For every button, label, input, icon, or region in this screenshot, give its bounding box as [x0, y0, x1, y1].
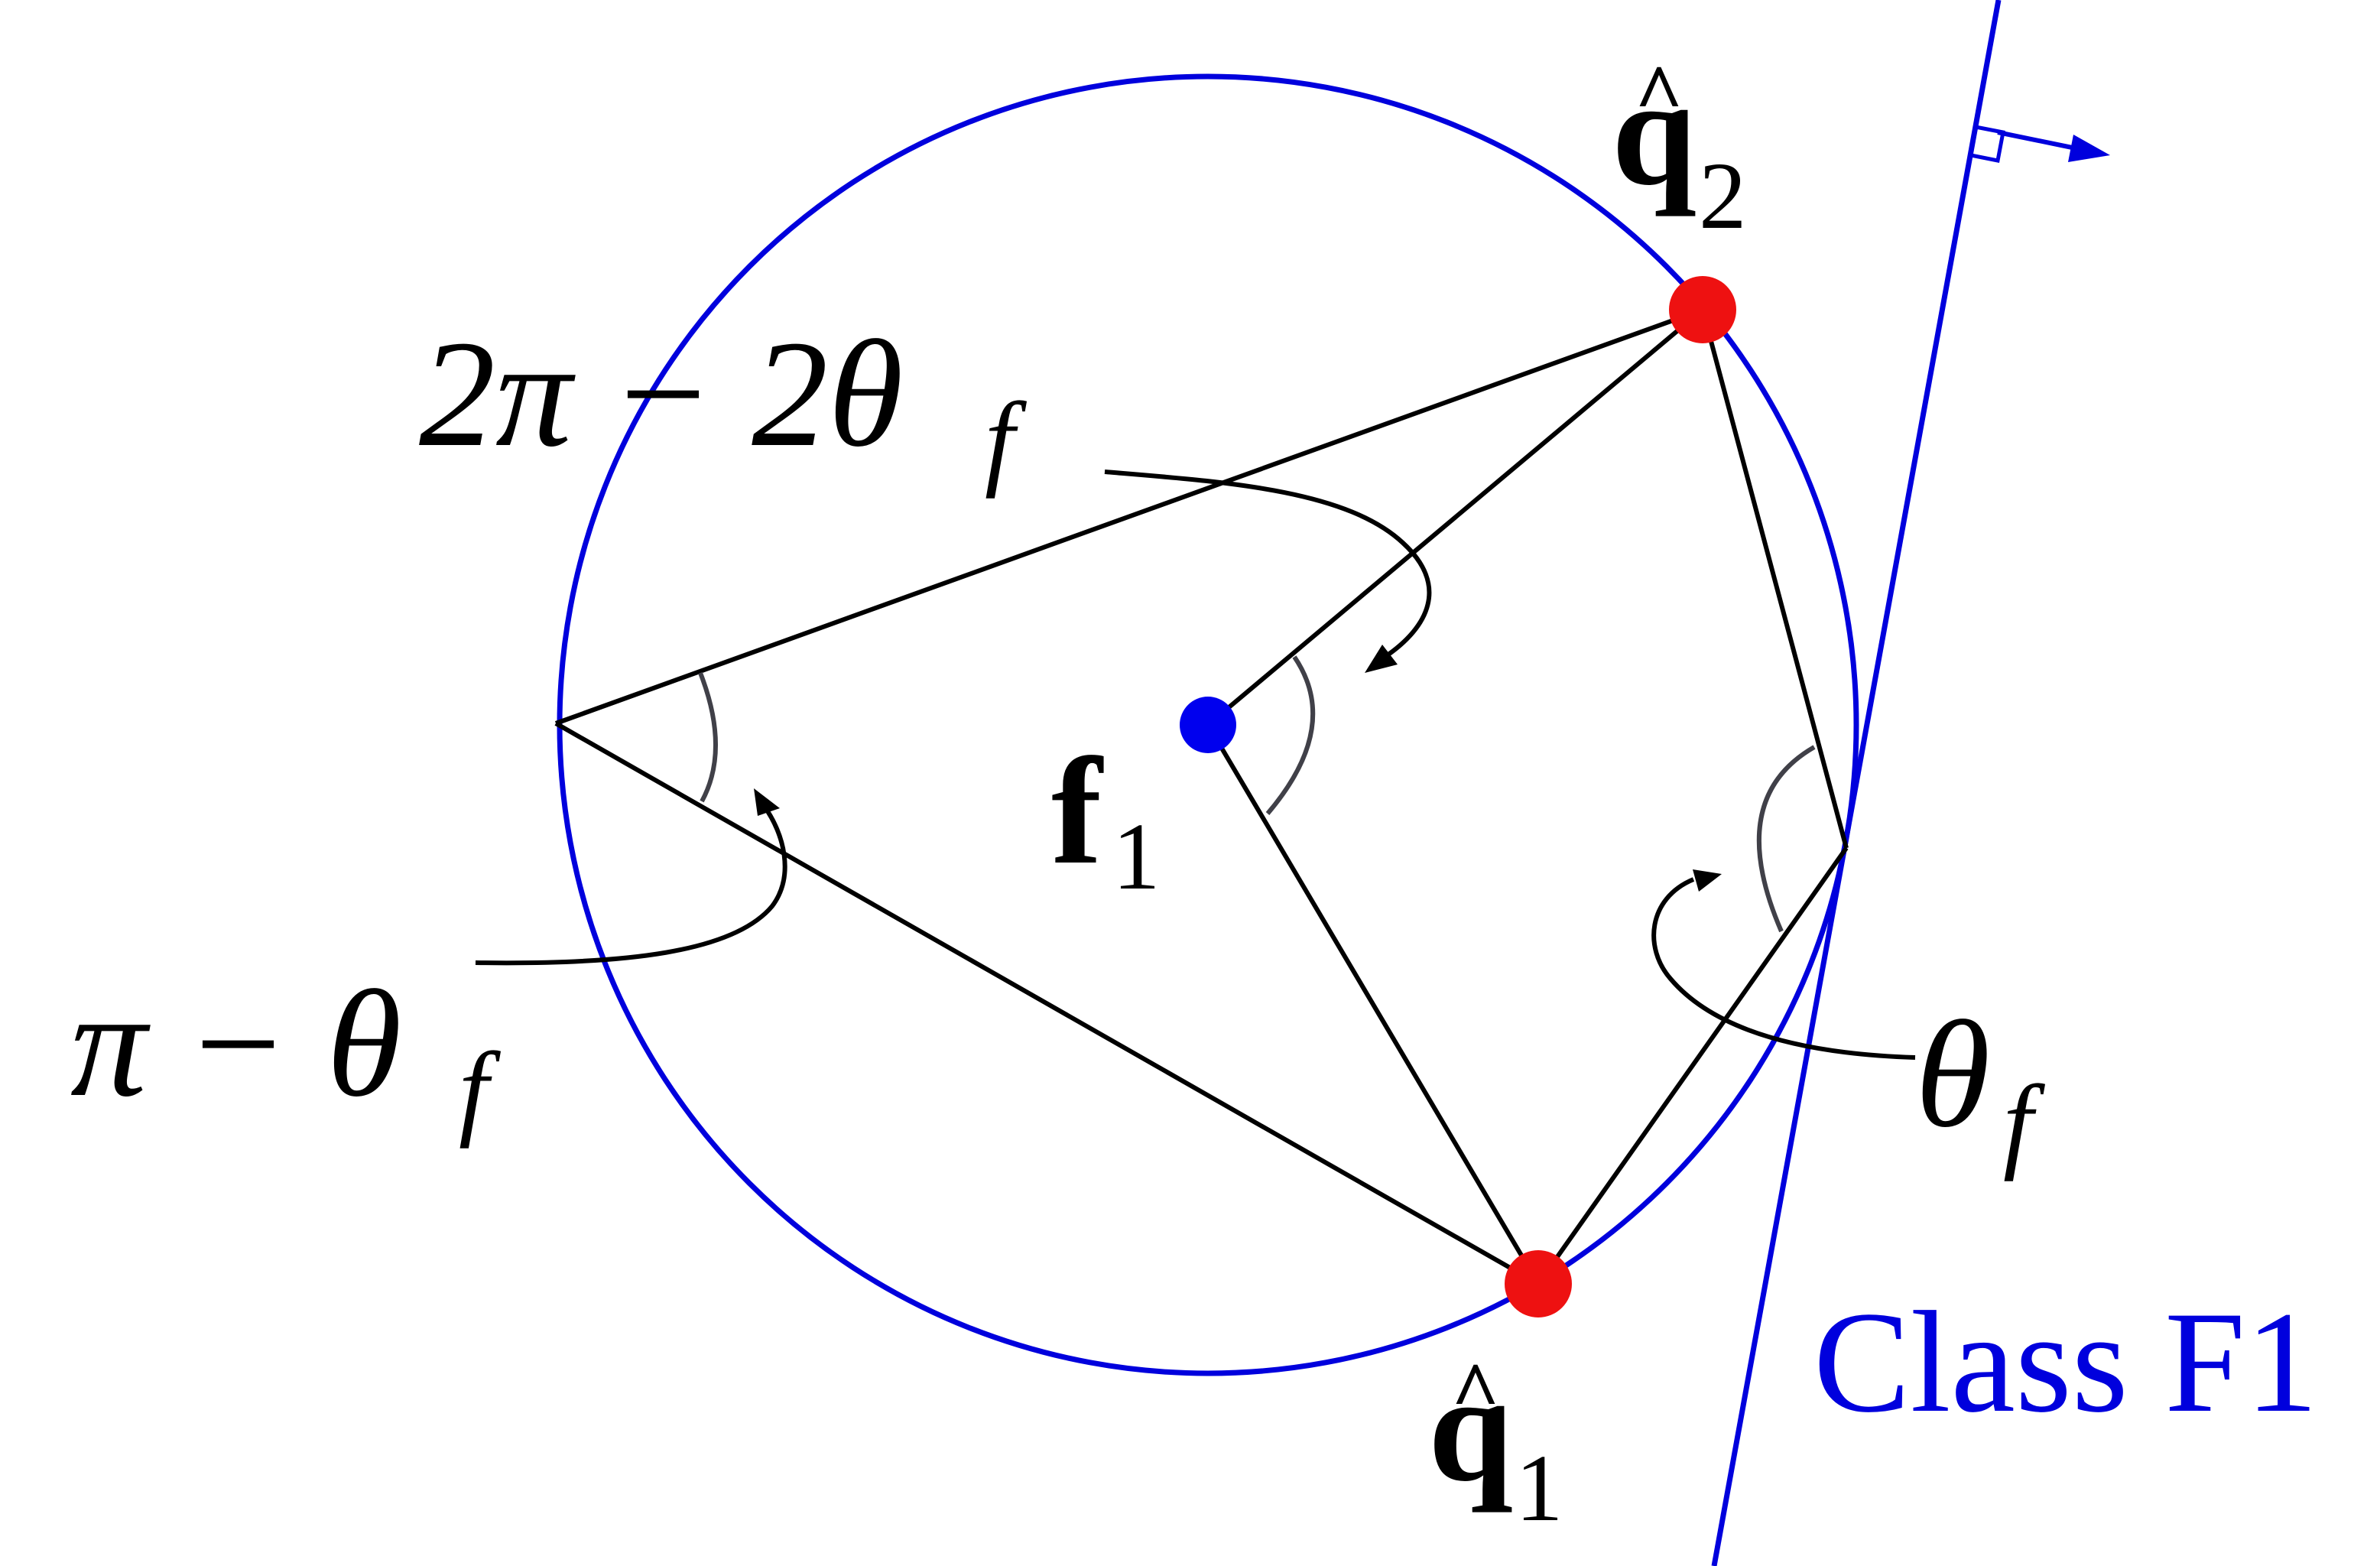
leader-arrowheads [754, 645, 1722, 892]
label-angle-center-text: 2π − 2θ [419, 310, 903, 479]
leader-arrowhead-right [1693, 869, 1722, 892]
label-q2-hat: ^ [1635, 47, 1684, 141]
leader-curve-right [1651, 877, 1916, 1060]
normal-arrow-head [2068, 135, 2110, 162]
leader-curve-center [1104, 469, 1432, 660]
label-q1: ^ q 1 [1428, 1344, 1563, 1542]
point-q1 [1505, 1250, 1572, 1317]
line-center-to-q2 [1206, 307, 1704, 727]
leader-curves [475, 469, 1916, 1060]
leader-curve-left [475, 805, 787, 966]
label-q2-symbol: q [1612, 48, 1697, 217]
angle-arc-left [698, 671, 718, 803]
right-angle-marker [1970, 125, 2005, 163]
label-angle-left-subscript: f [459, 1031, 502, 1149]
center-point-f1 [1180, 697, 1236, 753]
leader-arrowhead-left [754, 788, 780, 816]
label-q2-subscript: 2 [1699, 144, 1747, 249]
tangent-line [1711, 0, 2002, 1566]
angle-arc-right [1756, 745, 1816, 933]
line-tangent-point-to-q1 [1536, 846, 1849, 1285]
label-angle-right-subscript: f [2003, 1064, 2046, 1182]
angle-arc-center [1265, 655, 1316, 815]
line-center-to-q1 [1206, 723, 1541, 1285]
chord-lines [554, 307, 1849, 1286]
class-caption: Class F1 [1813, 1282, 2318, 1443]
label-f1-subscript: 1 [1112, 804, 1161, 910]
label-angle-center-subscript: f [985, 381, 1028, 499]
label-angle-right: θ f [1915, 990, 2046, 1182]
angle-arcs [698, 655, 1816, 933]
label-angle-center: 2π − 2θ f [419, 310, 1028, 499]
label-q1-symbol: q [1428, 1344, 1513, 1513]
label-f1-symbol: f [1051, 727, 1104, 896]
label-angle-left: π − θ f [70, 960, 502, 1149]
label-q2: ^ q 2 [1612, 47, 1747, 249]
line-q2-to-tangent-point [1700, 309, 1849, 849]
label-q1-hat: ^ [1451, 1345, 1500, 1438]
line-left-to-q1 [554, 721, 1540, 1286]
normal-arrow-shaft [1997, 130, 2080, 151]
label-angle-right-text: θ [1915, 990, 1990, 1159]
label-angle-left-text: π − θ [70, 960, 401, 1129]
point-q2 [1669, 276, 1736, 343]
leader-arrowhead-center [1365, 645, 1398, 673]
label-q1-subscript: 1 [1515, 1436, 1563, 1542]
line-left-to-q2 [554, 307, 1704, 726]
label-f1: f 1 [1051, 727, 1161, 910]
